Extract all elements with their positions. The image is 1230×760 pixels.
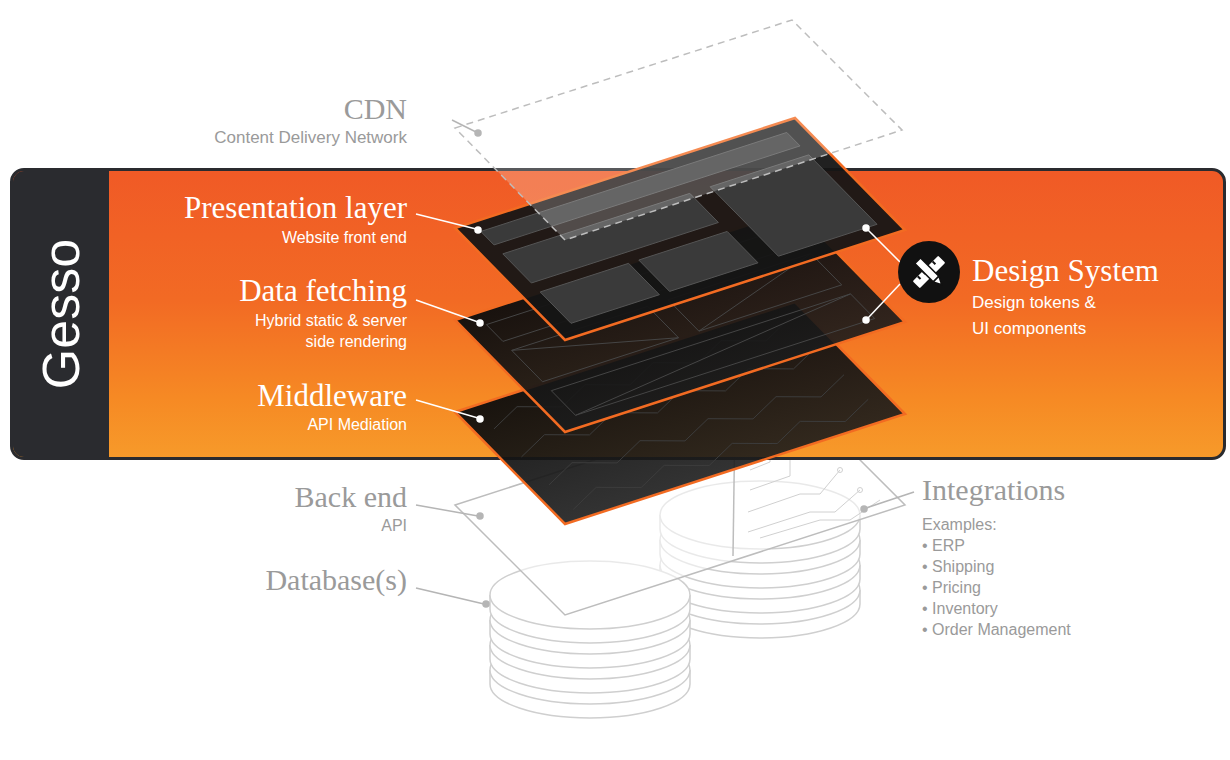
leader-line (866, 492, 914, 508)
layer-subtitle: API (381, 516, 407, 537)
integration-item: • Shipping (922, 557, 994, 578)
leader-dot (863, 317, 869, 323)
grey-leaders (416, 492, 914, 607)
circuit-pad (838, 468, 843, 473)
label-holder: Middleware (257, 378, 407, 414)
leader-dot (477, 320, 483, 326)
circuit-trace (760, 500, 880, 538)
leader-dot (477, 513, 483, 519)
brand-logo: Gesso (35, 239, 87, 389)
layer-title: CDN (344, 92, 407, 127)
integration-item: • Inventory (922, 599, 998, 620)
ruler-tick (917, 276, 921, 280)
leader-dot (483, 601, 489, 607)
leader-line (416, 505, 478, 516)
leader-line (416, 588, 484, 604)
pencil-symbol (915, 258, 945, 288)
label-holder: Integrations (922, 473, 1065, 508)
design-system-icon (898, 241, 960, 303)
layer-title: Presentation layer (184, 190, 407, 226)
ruler (913, 256, 946, 289)
leader-dot (475, 130, 481, 136)
ruler-symbol (913, 256, 946, 289)
layer-subtitle: Hybrid static & server side rendering (237, 311, 407, 353)
layer-title: Back end (295, 480, 407, 515)
label-holder: Hybrid static & server side rendering (237, 311, 407, 353)
layer-subtitle: Content Delivery Network (214, 127, 407, 149)
label-holder: Back end (295, 480, 407, 515)
layer-title: Data fetching (239, 273, 407, 309)
layer-subtitle: API Mediation (307, 415, 407, 436)
cdn-plate (455, 20, 902, 240)
leader-dot (863, 225, 869, 231)
wire-block (639, 231, 758, 291)
leader-dot (861, 506, 867, 512)
design-system-subtitle: Design tokens & UI components (972, 290, 1112, 341)
pencil-tip (933, 276, 944, 287)
circuit-pad (858, 488, 863, 493)
label-holder: Database(s) (265, 563, 407, 598)
label-holder: API (381, 516, 407, 537)
label-holder: • Shipping (922, 557, 994, 578)
label-holder: • Order Management (922, 620, 1071, 641)
label-holder: Design tokens & UI components (972, 290, 1112, 341)
design-system-title: Design System (972, 253, 1159, 289)
label-holder: Presentation layer (184, 190, 407, 226)
leader-dot (475, 227, 481, 233)
wire-block (540, 263, 659, 323)
label-holder: Design System (972, 253, 1159, 289)
layer-subtitle: Website front end (282, 228, 407, 249)
label-holder: • Inventory (922, 599, 998, 620)
brand-panel: Gesso (13, 171, 109, 457)
label-holder: Website front end (282, 228, 407, 249)
icon-circle (898, 241, 960, 303)
label-holder: Examples: (922, 515, 997, 536)
label-holder: Data fetching (239, 273, 407, 309)
integrations-title: Integrations (922, 473, 1065, 508)
integration-item: • ERP (922, 536, 965, 557)
leader-dot (477, 416, 483, 422)
layer-title: Middleware (257, 378, 407, 414)
label-holder: CDN (344, 92, 407, 127)
circuit-trace (748, 470, 840, 512)
examples-heading: Examples: (922, 515, 997, 536)
pencil-body (915, 258, 939, 282)
layer-title: Database(s) (265, 563, 407, 598)
integration-item: • Pricing (922, 578, 981, 599)
leader-line (452, 120, 476, 132)
label-holder: • Pricing (922, 578, 981, 599)
integration-item: • Order Management (922, 620, 1071, 641)
label-holder: Content Delivery Network (214, 127, 407, 149)
label-holder: • ERP (922, 536, 965, 557)
cdn-leader (452, 120, 481, 136)
label-holder: API Mediation (307, 415, 407, 436)
circuit-trace (748, 490, 860, 532)
ruler-tick (932, 261, 936, 265)
